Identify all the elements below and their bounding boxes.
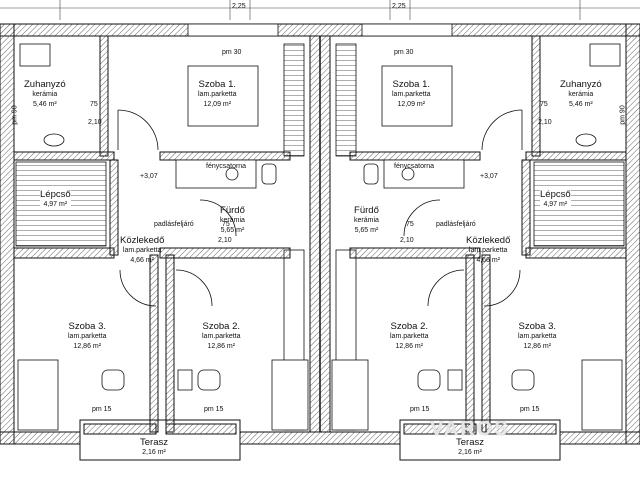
d75-furdo-right: 75 xyxy=(406,221,414,228)
room-szoba2-left: Szoba 2. lam.parketta 12,86 m² xyxy=(202,321,241,351)
room-szoba1-right: Szoba 1. lam.parketta 12,09 m² xyxy=(392,79,431,109)
d225-left: 2,25 xyxy=(232,3,246,10)
level-right: +3,07 xyxy=(480,173,498,180)
pm15-c: pm 15 xyxy=(410,406,430,413)
level-left: +3,07 xyxy=(140,173,158,180)
pm90-right: pm 90 xyxy=(619,105,627,125)
room-szoba3-left: Szoba 3. lam.parketta 12,86 m² xyxy=(68,321,107,351)
room-furdo-left: Fürdő kerámia 5,65 m² xyxy=(220,205,245,235)
room-szoba2-right: Szoba 2. lam.parketta 12,86 m² xyxy=(390,321,429,351)
room-zuhanyzo-right: Zuhanyzó kerámia 5,46 m² xyxy=(560,79,602,109)
room-lepcso-left: Lépcső 4,97 m² xyxy=(40,189,71,210)
pm30-left: pm 30 xyxy=(222,49,242,56)
room-terasz-left: Terasz 2,16 m² xyxy=(140,437,168,457)
pm15-b: pm 15 xyxy=(204,406,224,413)
pm15-d: pm 15 xyxy=(520,406,540,413)
room-szoba3-right: Szoba 3. lam.parketta 12,86 m² xyxy=(518,321,557,351)
room-lepcso-right: Lépcső 4,97 m² xyxy=(540,189,571,210)
room-terasz-right: Terasz 2,16 m² xyxy=(456,437,484,457)
room-zuhanyzo-left: Zuhanyzó kerámia 5,46 m² xyxy=(24,79,66,109)
d210-furdo-right: 2,10 xyxy=(400,237,414,244)
d210-right: 2,10 xyxy=(538,119,552,126)
pm30-right: pm 30 xyxy=(394,49,414,56)
d225-right: 2,25 xyxy=(392,3,406,10)
room-kozlekedo-right: Közlekedő lam.parketta 4,66 m² xyxy=(466,235,511,265)
d75-left: 75 xyxy=(90,101,98,108)
skylight-left: fénycsatorna xyxy=(206,163,247,170)
d210-left: 2,10 xyxy=(88,119,102,126)
pm90-left: pm 90 xyxy=(11,105,19,125)
room-furdo-right: Fürdő kerámia 5,65 m² xyxy=(354,205,379,235)
outer-walls xyxy=(0,23,640,445)
pm15-a: pm 15 xyxy=(92,406,112,413)
d75-right: 75 xyxy=(540,101,548,108)
attic-right: padlásfeljáró xyxy=(436,221,476,228)
attic-left: padlásfeljáró xyxy=(154,221,194,228)
room-szoba1-left: Szoba 1. lam.parketta 12,09 m² xyxy=(198,79,237,109)
d75-furdo-left: 75 xyxy=(222,221,230,228)
room-kozlekedo-left: Közlekedő lam.parketta 4,66 m² xyxy=(120,235,165,265)
dimension-lines xyxy=(0,0,640,20)
skylight-right: fénycsatorna xyxy=(394,163,435,170)
watermark-logo: VAROS xyxy=(430,418,510,440)
d210-furdo-left: 2,10 xyxy=(218,237,232,244)
